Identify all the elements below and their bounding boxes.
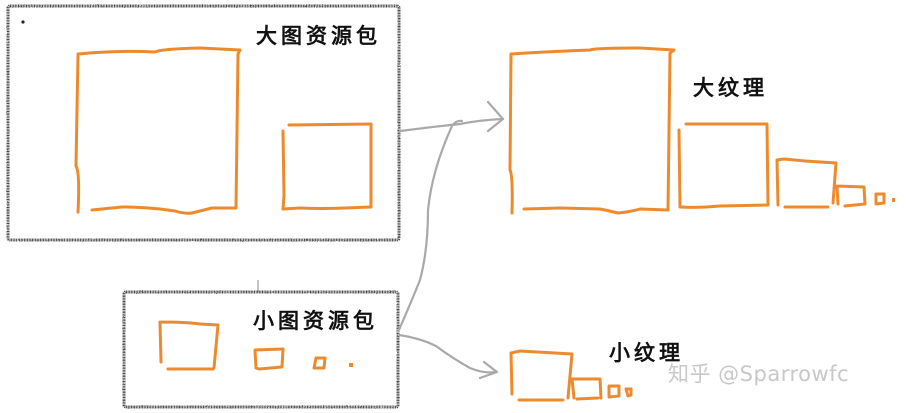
big-texture-level-2 — [775, 157, 838, 209]
small-pack-texture-2 — [253, 347, 285, 371]
arrows — [396, 100, 505, 380]
arrow-head-big — [486, 100, 505, 133]
big-pack-texture-large — [74, 46, 242, 215]
small-texture-level-0 — [509, 349, 574, 402]
small-pack-texture-1 — [158, 320, 220, 371]
big-texture-level-4 — [874, 192, 886, 206]
small-pack-texture-3 — [312, 356, 327, 370]
dot-marker — [21, 20, 25, 24]
big-pack-texture-small — [281, 122, 373, 211]
arrow-smallpack-to-bigtexture — [396, 119, 464, 334]
small-texture-chain — [509, 349, 633, 402]
big-texture-level-0 — [508, 46, 676, 215]
big-texture-level-3 — [835, 184, 867, 208]
big-texture-level-1 — [677, 122, 770, 209]
big-pack-label: 大图资源包 — [256, 23, 381, 48]
small-texture-level-3 — [624, 387, 633, 398]
big-texture-label: 大纹理 — [693, 75, 768, 100]
small-pack-container — [122, 290, 400, 409]
small-pack-texture-4 — [349, 363, 353, 367]
big-pack-container — [6, 4, 401, 242]
arrow-bigpack-to-bigtexture — [398, 117, 505, 133]
small-texture-level-1 — [570, 377, 603, 401]
small-pack-label: 小图资源包 — [253, 308, 378, 333]
big-texture-chain — [508, 46, 895, 215]
arrow-head-small — [478, 360, 499, 380]
small-texture-label: 小纹理 — [609, 340, 684, 365]
small-texture-level-2 — [607, 384, 621, 399]
big-texture-level-5 — [892, 198, 895, 202]
arrow-smallpack-to-smalltexture — [397, 333, 498, 374]
watermark: 知乎 @Sparrowfc — [668, 362, 850, 386]
